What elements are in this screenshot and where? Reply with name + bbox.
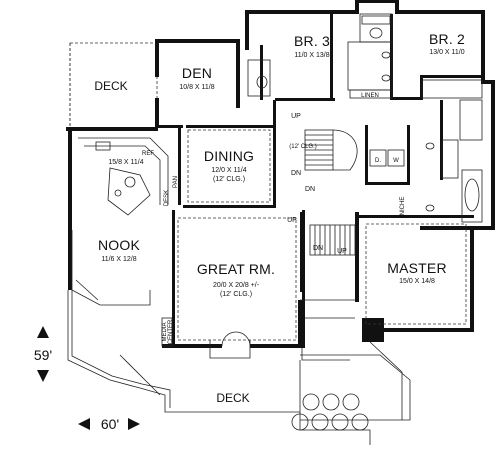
d-label: D.	[375, 158, 381, 164]
dining-name: DINING	[204, 148, 254, 164]
great-room-name: GREAT RM.	[197, 261, 275, 277]
depth-dimension-label: 59'	[34, 347, 52, 363]
den-name: DEN	[182, 65, 212, 81]
clg-label: (12' CLG.)	[289, 144, 317, 150]
br2-name: BR. 2	[429, 31, 465, 47]
deck-bottom-name: DECK	[216, 391, 249, 405]
br2-size: 13/0 X 11/0	[429, 49, 464, 56]
kitchen-size: 15/8 X 11/4	[108, 159, 143, 166]
den-size: 10/8 X 11/8	[179, 84, 214, 91]
up-label-2: UP	[287, 217, 297, 224]
nook-size: 11/6 X 12/8	[101, 256, 136, 263]
master-size: 15/0 X 14/8	[399, 278, 435, 285]
width-dimension-label: 60'	[101, 416, 119, 432]
desk-label: DESK	[164, 190, 170, 206]
great-room-ceiling: (12' CLG.)	[220, 291, 252, 298]
interior-walls	[158, 14, 484, 348]
linen-label: LINEN	[361, 93, 379, 99]
shrubs	[291, 393, 369, 431]
up-label-3: UP	[337, 248, 347, 255]
dn-label-1: DN	[291, 170, 301, 177]
dining-size: 12/0 X 11/4	[211, 167, 246, 174]
dn-label-2: DN	[305, 186, 315, 193]
exterior-walls	[66, 0, 495, 348]
pan-label: PAN	[173, 176, 179, 188]
deck-top-name: DECK	[94, 79, 127, 93]
up-label-1: UP	[291, 113, 301, 120]
center-label: CENTER	[168, 319, 174, 344]
w-label: W	[393, 158, 399, 164]
media-label: MEDIA	[162, 322, 168, 341]
depth-dimension: 59'	[34, 326, 52, 382]
br3-name: BR. 3	[294, 33, 330, 49]
width-dimension: 60'	[78, 416, 140, 432]
dining-ceiling: (12' CLG.)	[213, 176, 245, 183]
br3-size: 11/0 X 13/8	[294, 52, 329, 59]
niche-label: NICHE	[400, 197, 406, 216]
fixtures	[71, 13, 483, 359]
deck-top-outline	[69, 42, 158, 131]
dn-label-3: DN	[313, 245, 323, 252]
great-room-size: 20/0 X 20/8 +/-	[213, 282, 260, 289]
nook-name: NOOK	[98, 237, 140, 253]
ref-label: REF	[142, 151, 154, 157]
deck-bottom-outline	[67, 290, 411, 445]
master-name: MASTER	[387, 260, 447, 276]
stairs	[304, 129, 358, 256]
